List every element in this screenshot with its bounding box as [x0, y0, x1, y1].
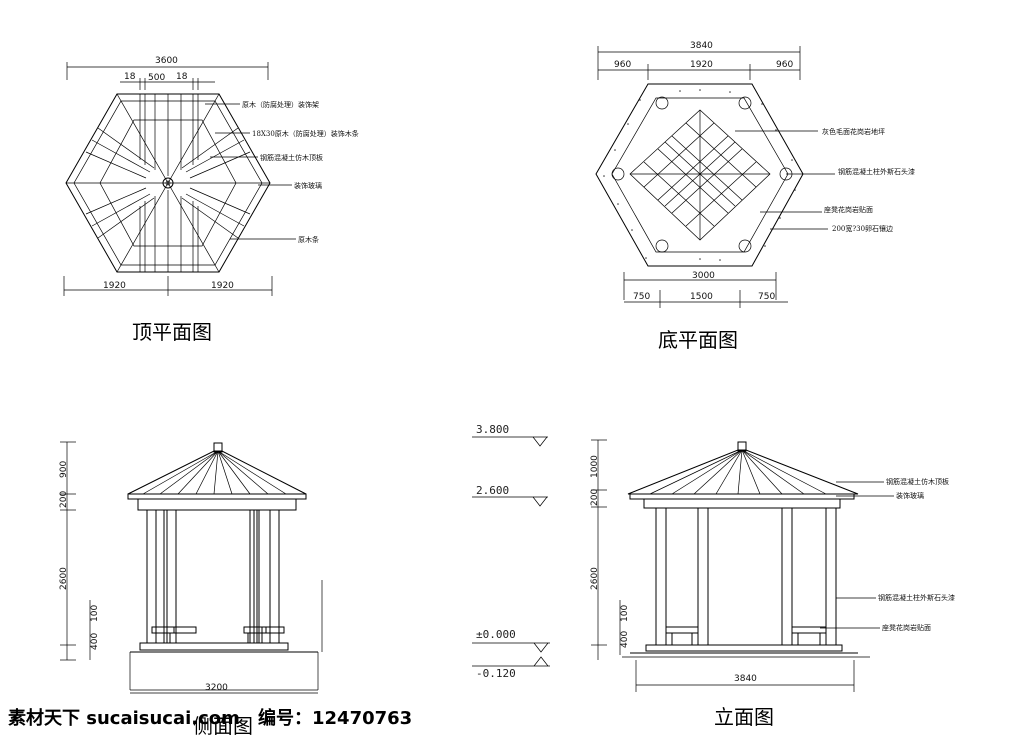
front-dim-v5: 400 — [620, 631, 630, 648]
watermark: 素材天下 sucaisucai.com 编号：12470763 — [8, 707, 412, 729]
bottom-dim-t3: 960 — [776, 60, 793, 70]
top-dim-overall: 3600 — [155, 56, 178, 66]
bottom-plan: 3840 960 1920 960 — [595, 41, 915, 352]
bottom-note-1: 钢筋混凝土柱外斯石头漆 — [838, 167, 915, 176]
watermark-left: 素材天下 sucaisucai.com — [8, 707, 240, 729]
top-dim-right: 1920 — [211, 281, 234, 291]
level-2: ±0.000 — [476, 628, 516, 641]
level-1: 2.600 — [476, 484, 509, 497]
front-dim-v3: 2600 — [590, 567, 600, 590]
top-note-0: 原木（防腐处理）装饰架 — [242, 100, 319, 109]
top-note-1: 18X30原木（防腐处理）装饰木条 — [252, 129, 359, 138]
watermark-right: 编号：12470763 — [258, 707, 412, 729]
top-note-4: 原木条 — [298, 235, 319, 244]
front-dim-width: 3840 — [734, 674, 757, 684]
bottom-dim-t2: 1920 — [690, 60, 713, 70]
front-note-2: 钢筋混凝土柱外斯石头漆 — [878, 593, 955, 602]
side-dim-v2: 200 — [59, 491, 69, 508]
bottom-note-2: 座凳花岗岩贴面 — [824, 205, 873, 214]
top-dim-left: 1920 — [103, 281, 126, 291]
title-top-plan: 顶平面图 — [132, 320, 212, 344]
top-dim-b: 500 — [148, 73, 165, 83]
side-dim-v1: 900 — [59, 461, 69, 478]
level-0: 3.800 — [476, 423, 509, 436]
title-front-elev: 立面图 — [714, 705, 774, 729]
top-note-2: 钢筋混凝土仿木顶板 — [260, 153, 323, 162]
front-dim-v1: 1000 — [590, 455, 600, 478]
front-note-3: 座凳花岗岩贴面 — [882, 623, 931, 632]
level-3: -0.120 — [476, 667, 516, 680]
front-note-1: 装饰玻璃 — [896, 491, 924, 500]
front-dim-v4: 100 — [620, 605, 630, 622]
front-elevation: 3.800 2.600 ±0.000 -0.120 1000 200 2600 … — [472, 423, 955, 729]
title-side-elev: 侧面图 — [193, 714, 253, 738]
bottom-note-3: 200宽?30卵石镶边 — [832, 224, 893, 233]
bottom-note-0: 灰色毛面花岗岩地坪 — [822, 127, 885, 136]
top-dim-a: 18 — [124, 72, 136, 82]
top-plan: 3600 18 500 18 — [63, 56, 359, 344]
side-dim-width: 3200 — [205, 683, 228, 693]
front-note-0: 钢筋混凝土仿木顶板 — [886, 477, 949, 486]
bottom-dim-b2: 1500 — [690, 292, 713, 302]
side-dim-v4: 100 — [90, 605, 100, 622]
bottom-dim-t1: 960 — [614, 60, 631, 70]
front-dim-v2: 200 — [590, 489, 600, 506]
bottom-dim-overall: 3840 — [690, 41, 713, 51]
side-dim-v5: 400 — [90, 633, 100, 650]
title-bottom-plan: 底平面图 — [658, 328, 738, 352]
bottom-dim-bottom: 3000 — [692, 271, 715, 281]
bottom-dim-b1: 750 — [633, 292, 650, 302]
top-dim-c: 18 — [176, 72, 188, 82]
side-elevation: 900 200 2600 100 400 — [59, 441, 323, 738]
side-dim-v3: 2600 — [59, 567, 69, 590]
top-note-3: 装饰玻璃 — [294, 181, 322, 190]
bottom-dim-b3: 750 — [758, 292, 775, 302]
